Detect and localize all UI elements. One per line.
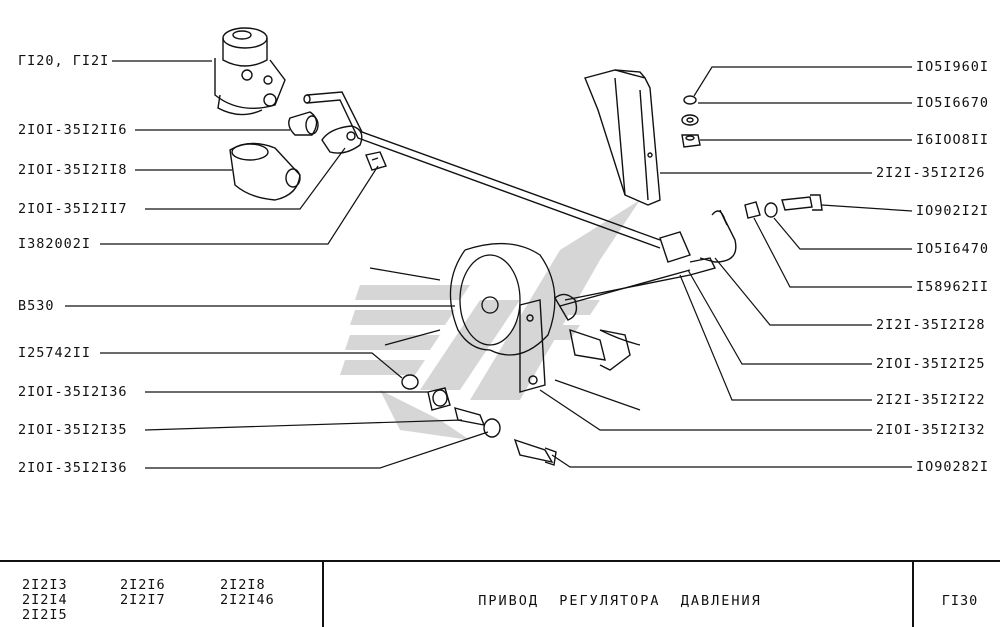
part-label-washer: IO5I6670	[916, 95, 990, 111]
exploded-parts-diagram	[65, 27, 913, 469]
fasteners-right	[681, 95, 823, 219]
leader-lines-right	[539, 66, 913, 468]
drawing-title: ПРИВОД РЕГУЛЯТОРА ДАВЛЕНИЯ	[478, 593, 762, 609]
part-label-axle: B530	[18, 298, 55, 314]
part-label-washer-spring: IO5I6470	[916, 241, 990, 257]
part-label-boot: 2IOI-35I2II8	[18, 162, 128, 178]
part-label-pressure-regulator: ГI20, ГI2I	[18, 53, 110, 69]
mounting-bracket	[584, 69, 661, 206]
part-label-rod: 2I2I-35I2I22	[876, 392, 986, 408]
part-label-nut-top: I6IOO8II	[916, 132, 990, 148]
part-label-plate: 2IOI-35I2II7	[18, 201, 128, 217]
model-number: 2I2I3	[22, 577, 68, 593]
part-label-bolt: IO902I2I	[916, 203, 990, 219]
part-label-bolt-lever: IO90282I	[916, 459, 990, 475]
model-number: 2I2I8	[220, 577, 266, 593]
model-number: 2I2I46	[220, 592, 275, 608]
rod-clip	[659, 209, 737, 263]
model-number: 2I2I7	[120, 592, 166, 608]
part-label-clip: 2I2I-35I2I28	[876, 317, 986, 333]
part-label-nut: I25742II	[18, 345, 92, 361]
part-label-bushing: 2IOI-35I2II6	[18, 122, 128, 138]
part-label-washer-small: IO5I960I	[916, 59, 990, 75]
sheet-number: ГI30	[941, 593, 979, 609]
pressure-regulator	[214, 27, 286, 116]
model-number: 2I2I5	[22, 607, 68, 623]
bushing-parts	[229, 111, 387, 201]
part-label-bushing-36a: 2IOI-35I2I36	[18, 384, 128, 400]
part-label-screw: I382002I	[18, 236, 92, 252]
leader-lines-left	[65, 60, 489, 469]
part-label-bushing-36b: 2IOI-35I2I36	[18, 460, 128, 476]
axle-housing	[369, 242, 641, 411]
title-block: 2I2I3 2I2I4 2I2I5 2I2I6 2I2I7 2I2I8 2I2I…	[0, 560, 1000, 627]
part-label-bracket: 2I2I-35I2I26	[876, 165, 986, 181]
lever-assembly	[401, 293, 631, 466]
footer-top-rule	[0, 560, 1000, 562]
part-label-sleeve: 2IOI-35I2I35	[18, 422, 128, 438]
part-label-nut-clip: I58962II	[916, 279, 990, 295]
footer-divider-2	[912, 560, 914, 627]
watermark-logo	[340, 200, 640, 440]
part-label-lever: 2IOI-35I2I32	[876, 422, 986, 438]
footer-divider-1	[322, 560, 324, 627]
model-number: 2I2I4	[22, 592, 68, 608]
part-label-rod-bushing: 2IOI-35I2I25	[876, 356, 986, 372]
model-number: 2I2I6	[120, 577, 166, 593]
